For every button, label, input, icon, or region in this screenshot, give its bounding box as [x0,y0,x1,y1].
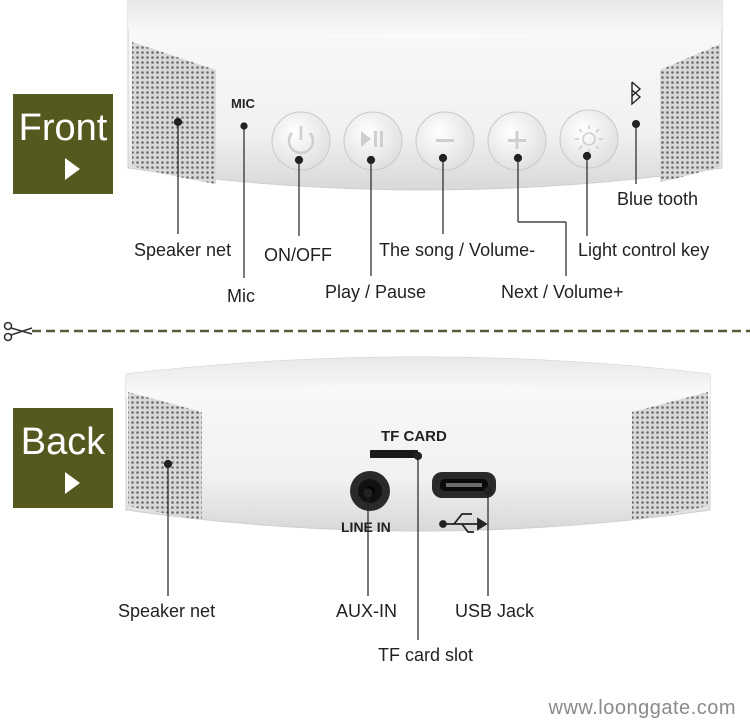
watermark: www.loonggate.com [548,697,736,719]
tf-card-device-label: TF CARD [381,428,447,445]
back-tag-arrow-icon [65,472,80,494]
back-speaker-net-right [632,392,708,520]
volume-plus-button [487,111,547,171]
minus-icon [436,139,454,142]
front-tag-label: Front [18,107,108,149]
power-button [271,111,331,171]
back-speaker-net-label: Speaker net [118,601,216,621]
bluetooth-icon [631,81,642,106]
front-speaker-net-right [660,44,720,182]
tf-card-slot [370,450,418,458]
tf-card-slot-label: TF card slot [378,645,474,665]
mic-label: Mic [227,286,255,306]
back-callout-lines [163,451,493,640]
front-tag: Front [13,94,113,194]
plus-icon [508,131,526,149]
light-icon [575,125,603,153]
next-volume-plus-label: Next / Volume+ [501,282,624,302]
play-pause-label: Play / Pause [325,282,427,302]
mic-device-label: MIC [231,96,255,111]
usb-jack [432,472,496,498]
usb-jack-label: USB Jack [455,601,535,621]
line-in-device-label: LINE IN [341,519,391,535]
front-tag-arrow-icon [65,158,80,180]
song-volume-minus-label: The song / Volume- [379,240,536,260]
power-icon [287,126,315,155]
cut-divider [3,321,750,342]
bluetooth-label: Blue tooth [617,189,699,209]
aux-in-label: AUX-IN [336,601,398,621]
light-control-button [559,109,619,169]
front-callout-lines [173,117,640,278]
volume-minus-button [415,111,475,171]
back-speaker-net-left [128,392,202,520]
back-tag: Back [13,408,113,508]
usb-icon [439,513,488,533]
on-off-label: ON/OFF [264,245,332,265]
back-device [125,356,711,533]
back-tag-label: Back [20,421,106,463]
front-speaker-net-left [132,42,216,184]
front-speaker-net-label: Speaker net [134,240,232,260]
front-device [127,0,723,191]
light-control-label: Light control key [578,240,710,260]
scissors-icon [3,321,33,342]
play-pause-icon [361,131,383,147]
play-pause-button [343,111,403,171]
